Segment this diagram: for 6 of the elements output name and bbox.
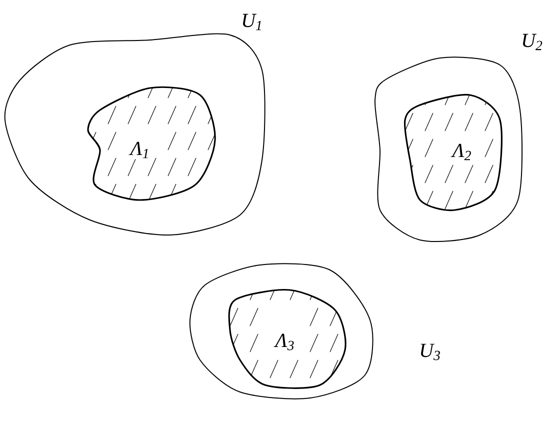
hatched-region: Λ$_{3}$ <box>228 289 346 389</box>
node-label: U$_{2}$ <box>522 34 542 50</box>
hatched-region: Λ$_{2}$ <box>404 94 502 212</box>
hatched-region: Λ$_{1}$ <box>87 86 216 201</box>
node-label: U$_{3}$ <box>420 344 440 360</box>
node-label: U$_{1}$ <box>242 14 261 30</box>
